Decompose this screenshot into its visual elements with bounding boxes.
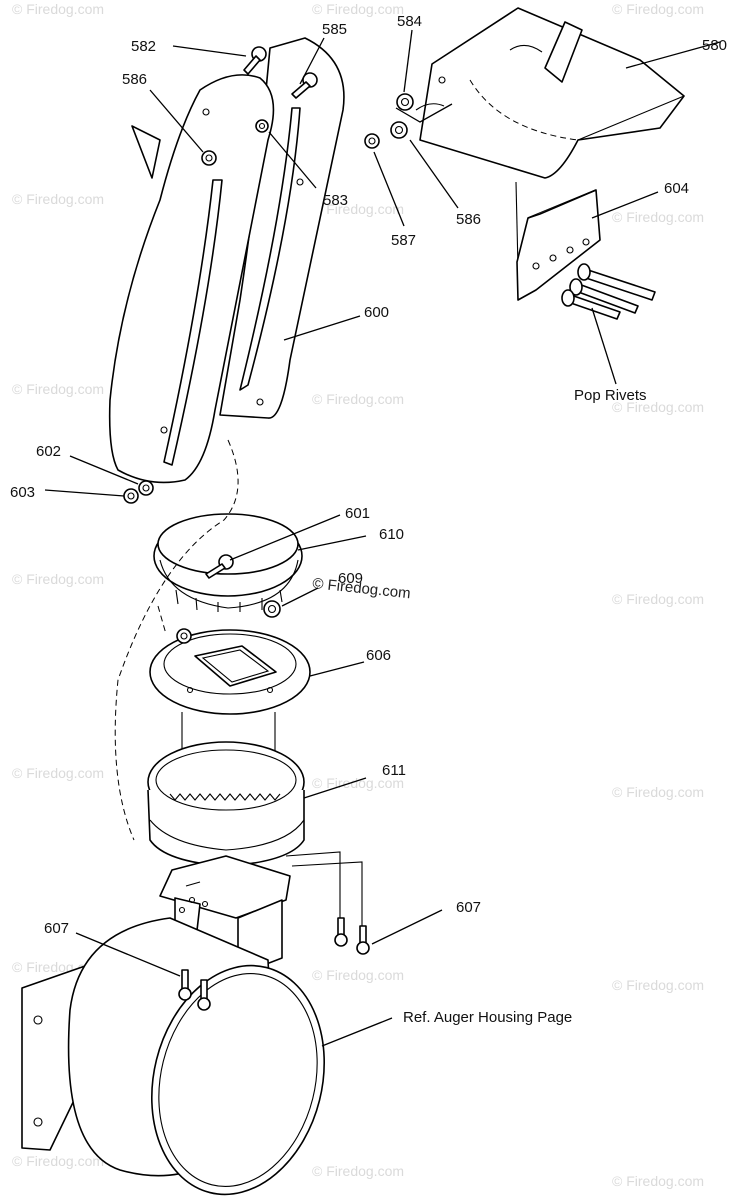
watermark: © Firedog.com bbox=[312, 1, 404, 17]
callout-604: 604 bbox=[664, 180, 689, 197]
bracket-part-604 bbox=[515, 181, 656, 320]
watermark: © Firedog.com bbox=[12, 1, 104, 17]
watermark: © Firedog.com bbox=[612, 1, 704, 17]
callout-582: 582 bbox=[131, 38, 156, 55]
watermark: © Firedog.com bbox=[612, 591, 704, 607]
callout-610: 610 bbox=[379, 526, 404, 543]
callout-587: 587 bbox=[391, 232, 416, 249]
callout-583: 583 bbox=[323, 192, 348, 209]
ref-auger-housing-label: Ref. Auger Housing Page bbox=[403, 1009, 572, 1026]
callout-580: 580 bbox=[702, 37, 727, 54]
callout-603: 603 bbox=[10, 484, 35, 501]
watermark: © Firedog.com bbox=[612, 1173, 704, 1189]
watermark: © Firedog.com bbox=[312, 775, 404, 791]
watermark-group: © Firedog.com © Firedog.com © Firedog.co… bbox=[12, 1, 704, 1189]
bearing-ring-part-606 bbox=[149, 628, 311, 715]
leader-lines bbox=[44, 29, 721, 1047]
housing-part bbox=[21, 855, 326, 1196]
gear-ring-part-611 bbox=[147, 741, 305, 867]
watermark: © Firedog.com bbox=[312, 967, 404, 983]
watermark: © Firedog.com bbox=[12, 765, 104, 781]
callout-607-right: 607 bbox=[456, 899, 481, 916]
callout-586-deflector: 586 bbox=[456, 211, 481, 228]
watermark: © Firedog.com bbox=[612, 784, 704, 800]
chute-part-600 bbox=[108, 37, 345, 484]
callout-600: 600 bbox=[364, 304, 389, 321]
watermark: © Firedog.com bbox=[612, 399, 704, 415]
callout-606: 606 bbox=[366, 647, 391, 664]
callout-601: 601 bbox=[345, 505, 370, 522]
watermark: © Firedog.com bbox=[12, 571, 104, 587]
watermark: © Firedog.com bbox=[312, 391, 404, 407]
callout-585: 585 bbox=[322, 21, 347, 38]
watermark: © Firedog.com bbox=[12, 191, 104, 207]
callout-584: 584 bbox=[397, 13, 422, 30]
watermark: © Firedog.com bbox=[312, 201, 404, 217]
deflector-part-580 bbox=[364, 7, 685, 179]
ring-part-610 bbox=[153, 513, 303, 618]
watermark: © Firedog.com bbox=[12, 381, 104, 397]
callout-611: 611 bbox=[382, 762, 406, 779]
callout-586-chute: 586 bbox=[122, 71, 147, 88]
watermark: © Firedog.com bbox=[12, 1153, 104, 1169]
callout-602: 602 bbox=[36, 443, 61, 460]
pop-rivets-label: Pop Rivets bbox=[574, 387, 647, 404]
watermark: © Firedog.com bbox=[312, 1163, 404, 1179]
screw-group-607 bbox=[178, 851, 370, 1011]
callout-607-left: 607 bbox=[44, 920, 69, 937]
callout-labels: 582 585 584 580 586 583 586 587 604 600 … bbox=[10, 13, 727, 1026]
callout-609: 609 bbox=[338, 570, 363, 587]
watermark: © Firedog.com bbox=[612, 209, 704, 225]
nut-washer-603-602 bbox=[123, 480, 154, 504]
watermark: © Firedog.com bbox=[612, 977, 704, 993]
